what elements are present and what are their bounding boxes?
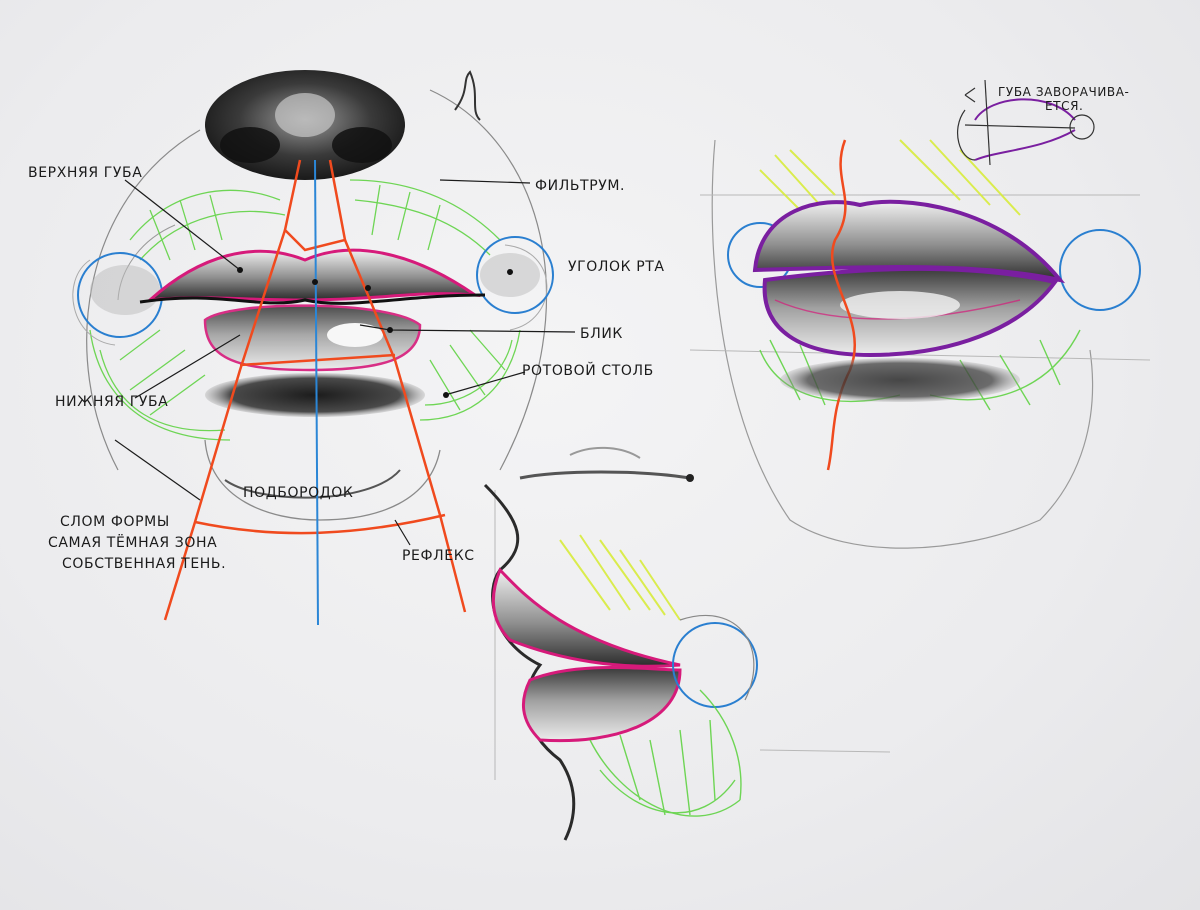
label-highlight: БЛИК: [580, 326, 623, 342]
mouth-corner-right-circle: [476, 236, 554, 314]
label-form-break: СЛОМ ФОРМЫ: [60, 514, 170, 530]
lower-lip: [203, 304, 422, 372]
label-mouth-corner: УГОЛОК РТА: [568, 259, 665, 275]
three-quarter-view-lips: [689, 79, 1151, 549]
lip-highlight: [327, 323, 383, 347]
label-philtrum: ФИЛЬТРУМ.: [535, 178, 625, 194]
under-lip-shadow: [205, 373, 425, 417]
profile-outline: [483, 483, 576, 841]
construction-lines: [163, 159, 467, 621]
label-mouth-column: РОТОВОЙ СТОЛБ: [522, 361, 654, 379]
upper-lip: [145, 248, 481, 302]
mouth-corner-circle-right: [1059, 229, 1141, 311]
label-leader-lines: [114, 179, 576, 546]
label-reflex: РЕФЛЕКС: [402, 548, 475, 564]
mouth-corner-circle: [672, 622, 758, 708]
label-lower-lip: НИЖНЯЯ ГУБА: [55, 394, 168, 410]
label-chin: ПОДБОРОДОК: [243, 485, 353, 501]
label-anchor-dots: [237, 267, 513, 398]
center-axis-line: [314, 159, 319, 626]
center-axis-curve: [826, 139, 857, 471]
label-lip-wraps-line1: ГУБА ЗАВОРАЧИВА-: [998, 85, 1130, 99]
chin-hatching: [589, 689, 742, 817]
lip-wrap-diagram: [956, 79, 1095, 166]
cheek-hatching: [89, 179, 521, 441]
lower-lip: [521, 666, 682, 743]
label-lip-wraps-line2: ЕТСЯ.: [1045, 99, 1083, 113]
annotation-labels: ВЕРХНЯЯ ГУБА ФИЛЬТРУМ. УГОЛОК РТА БЛИК Р…: [28, 85, 1130, 572]
front-view-lips: [72, 70, 576, 626]
chin-outline: [204, 439, 441, 521]
upper-light-hatching: [759, 139, 1021, 216]
profile-view-lips: [483, 446, 891, 841]
upper-lip: [491, 567, 681, 668]
label-own-shadow: СОБСТВЕННАЯ ТЕНЬ.: [62, 556, 226, 572]
label-upper-lip: ВЕРХНЯЯ ГУБА: [28, 165, 142, 181]
label-darkest-zone: САМАЯ ТЁМНАЯ ЗОНА: [48, 533, 217, 551]
face-construction-line: [711, 139, 1094, 549]
